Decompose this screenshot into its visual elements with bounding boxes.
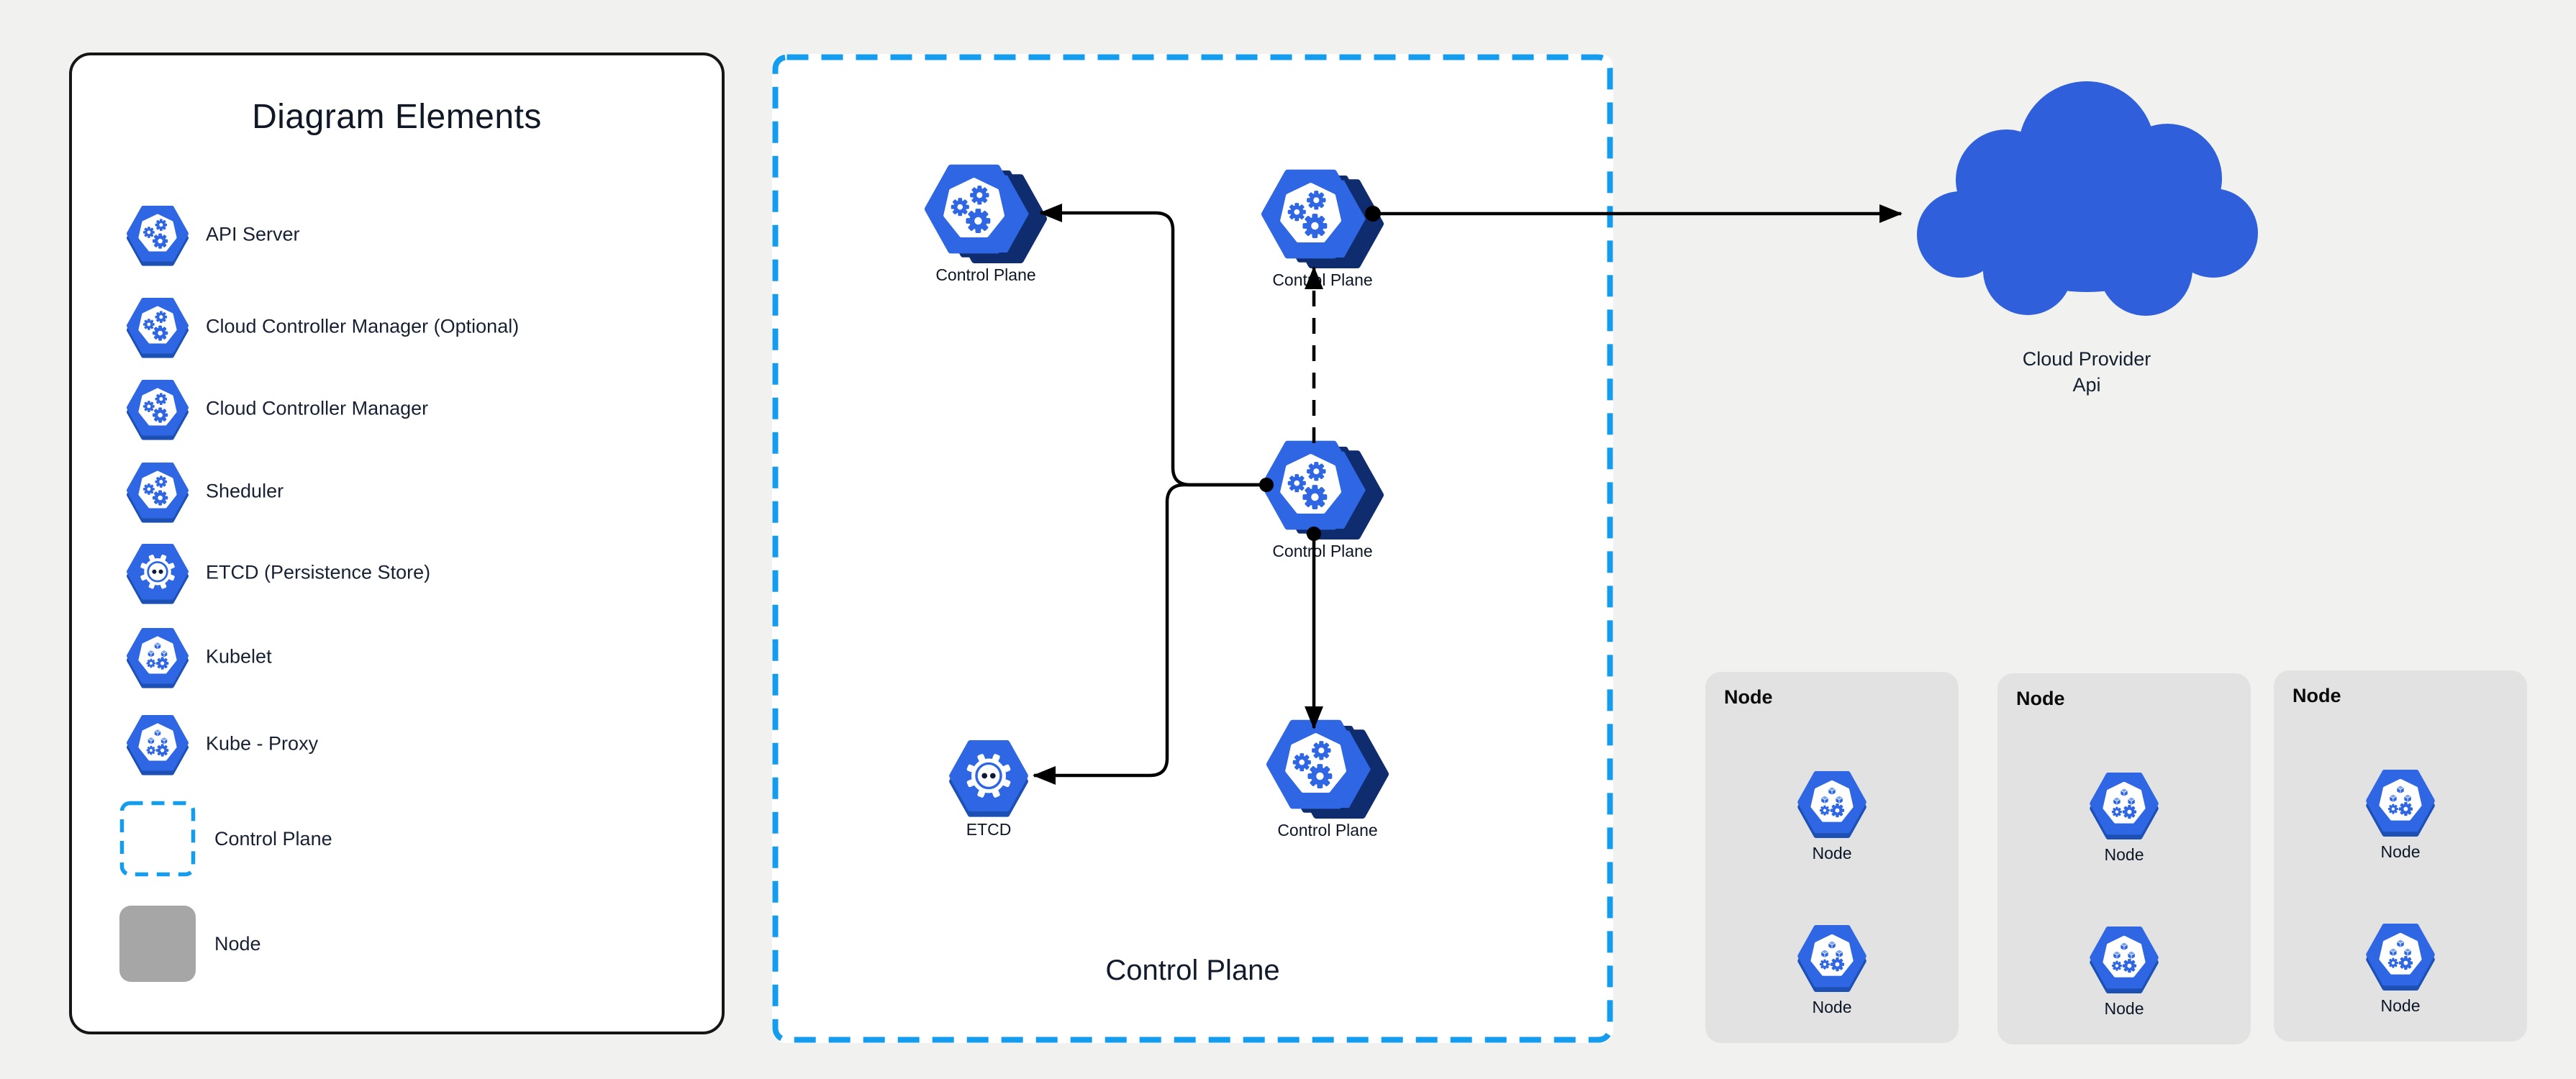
legend-item-label: Cloud Controller Manager (Optional) — [206, 315, 520, 337]
cloud-label-line1: Cloud Provider — [2022, 348, 2151, 370]
legend-item-label: ETCD (Persistence Store) — [206, 561, 431, 583]
node-label: Node — [2104, 845, 2144, 864]
gears-hexagon-icon — [127, 459, 189, 524]
node-item[interactable]: Node — [1997, 768, 2251, 865]
legend-item-control-plane[interactable]: Control Plane — [119, 801, 332, 877]
legend-item-kubelet[interactable]: Kubelet — [127, 624, 272, 690]
node-label: Node — [1812, 998, 1852, 1016]
legend-item-label: API Server — [206, 223, 300, 245]
etcd-hexagon-icon — [949, 735, 1028, 819]
gears-hexagon-icon — [127, 294, 189, 360]
node-label: Control Plane — [1272, 542, 1373, 560]
node-group-title: Node — [2016, 688, 2065, 709]
legend-item-label: Node — [214, 932, 261, 955]
node-group-title: Node — [2292, 685, 2341, 706]
cubes-hexagon-icon — [127, 624, 189, 690]
legend-panel[interactable]: Diagram Elements API Server Cloud Contro… — [69, 53, 725, 1034]
node-hexagon-icon — [1797, 921, 1867, 993]
node-group-2[interactable]: Node Node Node — [1997, 673, 2251, 1044]
cubes-hexagon-icon — [127, 711, 189, 777]
legend-item-label: Kubelet — [206, 645, 272, 668]
dashed-area-swatch — [119, 801, 196, 877]
node-hexagon-icon — [2366, 919, 2435, 992]
cloud-label-line2: Api — [2072, 374, 2101, 396]
legend-item-label: Cloud Controller Manager — [206, 397, 429, 419]
legend-item-node[interactable]: Node — [119, 906, 261, 982]
node-control-plane-top-right[interactable]: Control Plane — [1243, 163, 1402, 290]
etcd-hexagon-icon — [127, 540, 189, 606]
node-item[interactable]: Node — [2274, 765, 2527, 862]
control-plane-stacked-hexagon-icon — [1261, 434, 1384, 540]
node-label: Control Plane — [935, 265, 1036, 284]
node-label: Node — [1812, 844, 1852, 862]
control-plane-stacked-hexagon-icon — [1261, 163, 1384, 269]
legend-item-label: Control Plane — [214, 827, 332, 850]
legend-item-sheduler[interactable]: Sheduler — [127, 459, 284, 524]
node-hexagon-icon — [1797, 767, 1867, 839]
node-label: ETCD — [966, 820, 1012, 839]
legend-item-etcd[interactable]: ETCD (Persistence Store) — [127, 540, 430, 606]
legend-title: Diagram Elements — [252, 98, 542, 136]
control-plane-area[interactable]: Control Plane — [772, 54, 1613, 1043]
control-plane-stacked-hexagon-icon — [1266, 714, 1389, 819]
cloud-label: Cloud Provider Api — [1900, 346, 2274, 398]
node-item[interactable]: Node — [1997, 922, 2251, 1019]
node-control-plane-top-left[interactable]: Control Plane — [907, 158, 1065, 285]
node-hexagon-icon — [2090, 768, 2159, 841]
gears-hexagon-icon — [127, 376, 189, 442]
node-group-title: Node — [1724, 686, 1773, 708]
legend-item-label: Sheduler — [206, 480, 284, 502]
node-etcd[interactable]: ETCD — [910, 735, 1068, 839]
node-control-plane-middle[interactable]: Control Plane — [1243, 434, 1402, 561]
node-hexagon-icon — [2366, 765, 2435, 838]
cloud-icon — [1917, 81, 2258, 316]
legend-item-cloud-controller-manager[interactable]: Cloud Controller Manager — [127, 376, 428, 442]
node-item[interactable]: Node — [1705, 921, 1959, 1017]
legend-item-cloud-controller-manager-optional[interactable]: Cloud Controller Manager (Optional) — [127, 294, 519, 360]
control-plane-dashed-border — [772, 54, 1613, 1043]
node-label: Node — [2380, 842, 2421, 861]
control-plane-area-label: Control Plane — [1105, 955, 1280, 986]
node-control-plane-bottom[interactable]: Control Plane — [1248, 714, 1407, 840]
node-hexagon-icon — [2090, 922, 2159, 995]
node-label: Node — [2104, 999, 2144, 1018]
node-item[interactable]: Node — [1705, 767, 1959, 863]
node-label: Node — [2380, 996, 2421, 1015]
legend-item-kube-proxy[interactable]: Kube - Proxy — [127, 711, 318, 777]
control-plane-stacked-hexagon-icon — [925, 158, 1047, 264]
legend-item-label: Kube - Proxy — [206, 732, 319, 755]
gears-hexagon-icon — [127, 202, 189, 268]
node-group-1[interactable]: Node Node Node — [1705, 672, 1959, 1043]
node-group-3[interactable]: Node Node Node — [2274, 670, 2527, 1042]
node-label: Control Plane — [1272, 270, 1373, 289]
gray-area-swatch — [119, 906, 196, 982]
node-label: Control Plane — [1277, 821, 1378, 839]
node-item[interactable]: Node — [2274, 919, 2527, 1016]
legend-item-api-server[interactable]: API Server — [127, 202, 300, 268]
cloud-provider-api-node[interactable]: Cloud Provider Api — [1900, 72, 2274, 398]
